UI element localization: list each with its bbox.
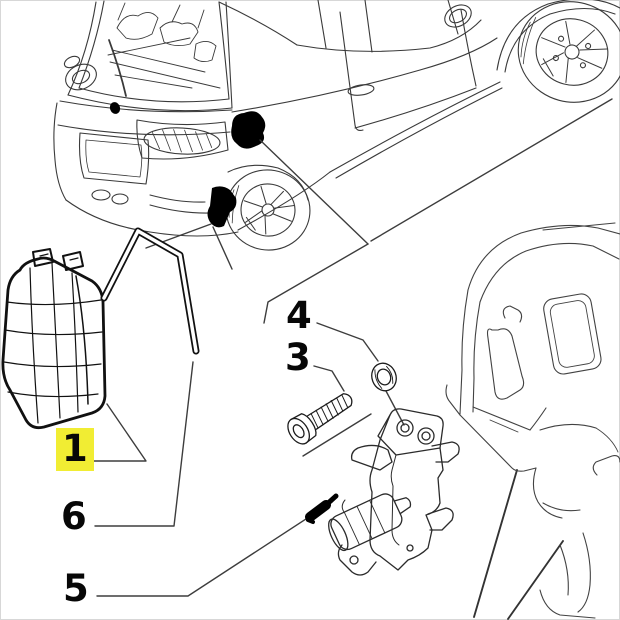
callout-4[interactable]: 4 — [286, 294, 312, 337]
bracket-assembly-part — [328, 408, 460, 576]
callout-5[interactable]: 5 — [63, 567, 89, 610]
front-wheel — [517, 1, 620, 103]
vent-grille-part — [1, 248, 107, 430]
wheel-housing-detail — [445, 222, 620, 619]
rear-wheel — [225, 169, 311, 251]
callout-1[interactable]: 1 — [56, 428, 94, 471]
leader-lines — [89, 98, 613, 620]
callout-3[interactable]: 3 — [285, 336, 311, 379]
screw-part — [305, 493, 339, 524]
nut-part — [371, 362, 397, 392]
bolt-part — [287, 393, 353, 445]
seal-strip-part — [100, 227, 200, 355]
car-illustration — [53, 0, 620, 251]
callout-6[interactable]: 6 — [61, 495, 87, 538]
mounting-location-marks — [109, 102, 266, 228]
